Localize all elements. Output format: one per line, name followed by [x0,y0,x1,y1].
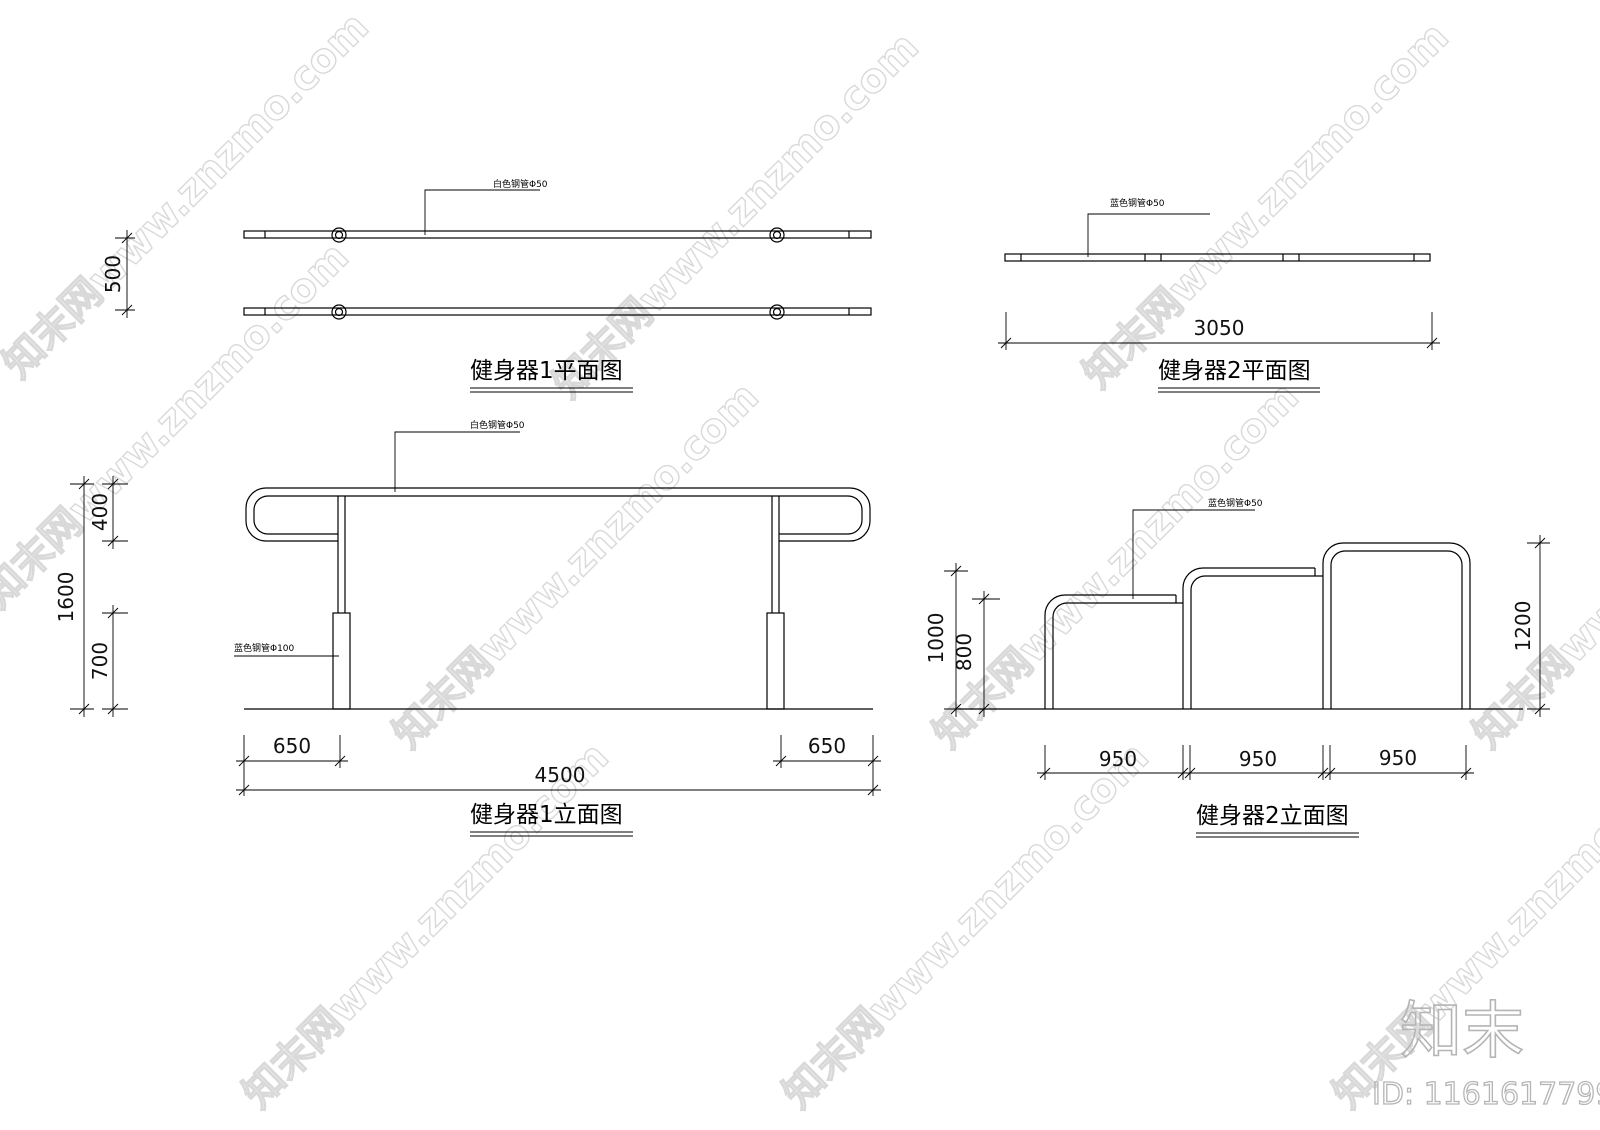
brand-watermark: 知末 ID: 1161617799 [1371,993,1600,1112]
dim-elev2-width-3: 950 [1379,746,1417,770]
drawing-id: ID: 1161617799 [1372,1077,1600,1112]
note-white-pipe-elev: 白色钢管Φ50 [470,419,525,431]
plan-1: 500 白色钢管Φ50 健身器1平面图 [101,178,872,393]
note-blue-pipe-50-elev: 蓝色钢管Φ50 [1208,497,1263,509]
elevation-1: 白色钢管Φ50 蓝色钢管Φ100 1600 400 700 650 [54,419,881,837]
watermark-text: 知末网www.znzmo.com [775,734,1158,1117]
note-blue-pipe-50: 蓝色钢管Φ50 [1110,197,1165,209]
watermark-text: 知末网www.znzmo.com [235,734,618,1117]
dim-elev1-length: 4500 [535,763,586,787]
dim-plan1-depth: 500 [101,255,125,293]
brand-logo: 知末 [1400,994,1524,1067]
watermark-text: 知末网www.znzmo.com [0,234,358,617]
dim-elev1-right-offset: 650 [808,734,846,758]
dim-elev1-left-offset: 650 [273,734,311,758]
dim-elev2-width-1: 950 [1099,747,1137,771]
elevation-2: 蓝色钢管Φ50 1000 800 1200 950 [924,497,1550,838]
title-plan2: 健身器2平面图 [1158,358,1311,384]
title-elev1: 健身器1立面图 [470,802,623,828]
title-plan1: 健身器1平面图 [470,358,623,384]
dim-elev1-post: 700 [88,642,112,680]
watermark-text: 知末网www.znzmo.com [545,24,928,407]
dim-elev2-height-2: 800 [952,633,976,671]
dim-elev1-top-part: 400 [88,493,112,531]
dim-plan2-length: 3050 [1194,316,1245,340]
watermark-text: 知末网www.znzmo.com [1465,374,1600,757]
dim-elev1-total-height: 1600 [54,572,78,623]
dim-elev2-height-3: 1200 [1511,601,1535,652]
title-elev2: 健身器2立面图 [1196,803,1349,829]
dim-elev2-width-2: 950 [1239,747,1277,771]
watermark-text: 知末网www.znzmo.com [925,374,1308,757]
watermark-text: 知末网www.znzmo.com [385,374,768,757]
note-white-pipe: 白色钢管Φ50 [493,178,548,190]
plan-2: 蓝色钢管Φ50 3050 健身器2平面图 [998,197,1440,393]
watermark-layer: 知末网www.znzmo.com 知末网www.znzmo.com 知末网www… [0,3,1600,1117]
watermark-text: 知末网www.znzmo.com [0,4,378,387]
dim-elev2-height-1: 1000 [924,613,948,664]
note-blue-pipe-100: 蓝色钢管Φ100 [234,642,295,654]
